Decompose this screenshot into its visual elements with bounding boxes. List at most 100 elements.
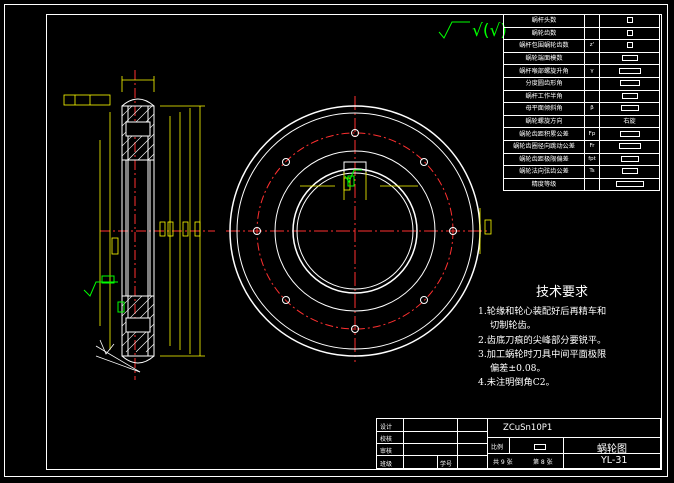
param-value — [599, 102, 660, 116]
drawing-code: YL-31 — [601, 455, 628, 466]
param-row: 蜗轮齿数 — [503, 26, 660, 41]
scale-label: 比例 — [491, 444, 504, 451]
param-value-box — [618, 67, 641, 74]
param-symbol — [584, 26, 600, 41]
tech-item: 2.齿底刀痕的尖峰部分要锐平。 — [478, 334, 607, 346]
param-name: 母平面倾斜角 — [503, 102, 585, 116]
sheet-number: 第 8 张 — [533, 459, 553, 466]
param-symbol: Ts — [584, 165, 600, 179]
param-row: 蜗杆头数 — [503, 14, 660, 28]
param-symbol: z' — [584, 39, 600, 53]
drawing-frame — [46, 14, 662, 470]
drawing-border — [4, 4, 668, 477]
param-symbol: Fp — [584, 127, 600, 141]
tech-item: 4.未注明倒角C2。 — [478, 377, 555, 389]
checker-label: 校核 — [380, 436, 393, 443]
surface-roughness-symbol — [438, 21, 470, 39]
param-value — [599, 165, 660, 179]
param-value — [599, 64, 660, 78]
param-name: 蜗杆喉部螺旋升角 — [503, 64, 585, 78]
param-value-box — [621, 55, 638, 62]
param-value — [599, 14, 660, 28]
param-name: 分度圆齿形角 — [503, 76, 585, 91]
param-row: 蜗轮端面模数 — [503, 51, 660, 66]
param-name: 蜗轮齿距极限偏差 — [503, 152, 585, 167]
student-no-label: 学号 — [440, 461, 453, 468]
param-row: 分度圆齿形角 — [503, 76, 660, 91]
param-name: 蜗轮齿数 — [503, 26, 585, 41]
param-value — [599, 51, 660, 66]
param-name: 精度等级 — [503, 177, 585, 192]
param-symbol — [584, 14, 600, 28]
param-value-box — [619, 80, 640, 87]
designer-label: 设计 — [380, 424, 393, 431]
param-name: 蜗杆包围蜗轮齿数 — [503, 39, 585, 53]
sheet-count: 共 9 张 — [493, 459, 513, 466]
param-value — [599, 39, 660, 53]
param-value — [599, 89, 660, 104]
param-name: 蜗轮齿距积累公差 — [503, 127, 585, 141]
tech-item: 1.轮缘和轮心装配好后再精车和 — [478, 306, 607, 317]
param-value-box — [626, 17, 633, 24]
param-value-box — [619, 130, 640, 137]
title-block: 设计 校核 审核 班级 学号 ZCuSn10P1 比例 蜗轮图 共 9 张 第 … — [376, 418, 662, 469]
param-value: 右旋 — [599, 114, 660, 129]
bolt-holes — [253, 129, 457, 333]
front-view — [226, 96, 492, 362]
param-name: 蜗轮螺旋方向 — [503, 114, 585, 129]
param-value — [599, 152, 660, 167]
param-value — [599, 139, 660, 154]
param-value — [599, 76, 660, 91]
surface-symbol-text: √(√) — [472, 21, 507, 41]
param-name: 蜗轮法向弦齿公差 — [503, 165, 585, 179]
param-symbol — [584, 177, 600, 192]
upper-rim-hatch — [121, 105, 155, 161]
param-value — [599, 177, 660, 192]
material-text: ZCuSn10P1 — [503, 423, 553, 433]
reviewer-label: 审核 — [380, 448, 393, 455]
section-view — [63, 70, 215, 380]
param-value-box — [618, 143, 641, 150]
param-symbol — [584, 89, 600, 104]
tech-item: 3.加工蜗轮时刀具中间平面极限 — [478, 348, 607, 360]
class-label: 班级 — [380, 461, 393, 468]
param-symbol: β — [584, 102, 600, 116]
scale-value-box — [534, 444, 546, 450]
param-symbol — [584, 51, 600, 66]
param-name: 蜗轮齿圈径向跳动公差 — [503, 139, 585, 154]
param-value-box — [621, 92, 638, 99]
param-row: 精度等级 — [503, 177, 660, 192]
param-name: 蜗杆头数 — [503, 14, 585, 28]
tech-item: 偏差±0.08。 — [490, 363, 546, 375]
param-name: 蜗杆工作半角 — [503, 89, 585, 104]
param-symbol: fpt — [584, 152, 600, 167]
param-symbol: Fr — [584, 139, 600, 154]
param-name: 蜗轮端面模数 — [503, 51, 585, 66]
param-value — [599, 26, 660, 41]
param-symbol — [584, 114, 600, 129]
param-value-box — [621, 168, 638, 175]
param-value-box — [620, 105, 639, 112]
param-value — [599, 127, 660, 141]
tech-item: 切制轮齿。 — [490, 320, 536, 332]
param-row: 蜗轮螺旋方向右旋 — [503, 114, 660, 129]
param-symbol — [584, 76, 600, 91]
param-symbol: γ — [584, 64, 600, 78]
param-value-box — [620, 155, 639, 162]
drawing-name: 蜗轮图 — [597, 444, 627, 455]
param-value-box — [626, 42, 633, 49]
param-value-box — [626, 29, 633, 36]
param-value-box — [615, 181, 644, 188]
tech-requirements-title: 技术要求 — [536, 285, 589, 300]
lower-rim-hatch — [121, 295, 155, 357]
param-row: 蜗杆工作半角 — [503, 89, 660, 104]
